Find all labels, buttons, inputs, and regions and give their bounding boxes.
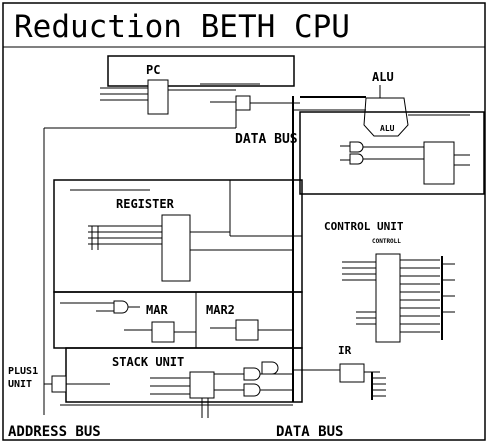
- plus1-label: PLUS1: [8, 366, 38, 377]
- mar-gate: [114, 301, 128, 313]
- register-label: REGISTER: [116, 197, 175, 211]
- mar-area: [54, 292, 302, 348]
- ir-label: IR: [338, 344, 352, 357]
- alu-block: ALU ALU: [293, 70, 484, 194]
- stack-unit-block: STACK UNIT: [112, 355, 293, 418]
- control-unit-label: CONTROL UNIT: [324, 220, 404, 233]
- ir-chip: [340, 364, 364, 382]
- mar2-chip: [236, 320, 258, 340]
- mar2-label: MAR2: [206, 303, 235, 317]
- controller-label: CONTROLL: [372, 238, 401, 245]
- alu-gate-2: [350, 154, 363, 164]
- controller-chip: [376, 254, 400, 342]
- plus1-chip: [52, 376, 66, 392]
- address-bus-label: ADDRESS BUS: [8, 424, 101, 440]
- mar-block: MAR: [60, 301, 196, 342]
- mar-label: MAR: [146, 303, 168, 317]
- page-title: Reduction BETH CPU: [14, 9, 350, 45]
- ir-block: IR: [293, 344, 386, 400]
- alu-inner-label: ALU: [380, 124, 395, 133]
- pc-chip: [148, 80, 168, 114]
- stack-unit-label: STACK UNIT: [112, 355, 184, 369]
- data-bus-bottom-label: DATA BUS: [276, 424, 343, 440]
- control-unit-block: CONTROL UNIT CONTROLL: [324, 220, 455, 342]
- data-bus-label: DATA BUS: [235, 132, 298, 147]
- alu-gate-1: [350, 142, 363, 152]
- stack-chip: [190, 372, 214, 398]
- pc-box: [108, 56, 294, 86]
- mar2-block: MAR2: [206, 303, 293, 340]
- pc-block: PC: [100, 56, 300, 114]
- pc-label: PC: [146, 63, 160, 77]
- stack-gate-1: [244, 368, 260, 380]
- alu-label: ALU: [372, 70, 394, 84]
- plus1-block: PLUS1 UNIT: [8, 366, 110, 392]
- stack-gate-2: [244, 384, 260, 396]
- register-chip: [162, 215, 190, 281]
- stack-gate-3: [262, 362, 278, 374]
- pc-mux-chip: [236, 96, 250, 110]
- unit-label: UNIT: [8, 379, 32, 390]
- mar-chip: [152, 322, 174, 342]
- alu-register-chip: [424, 142, 454, 184]
